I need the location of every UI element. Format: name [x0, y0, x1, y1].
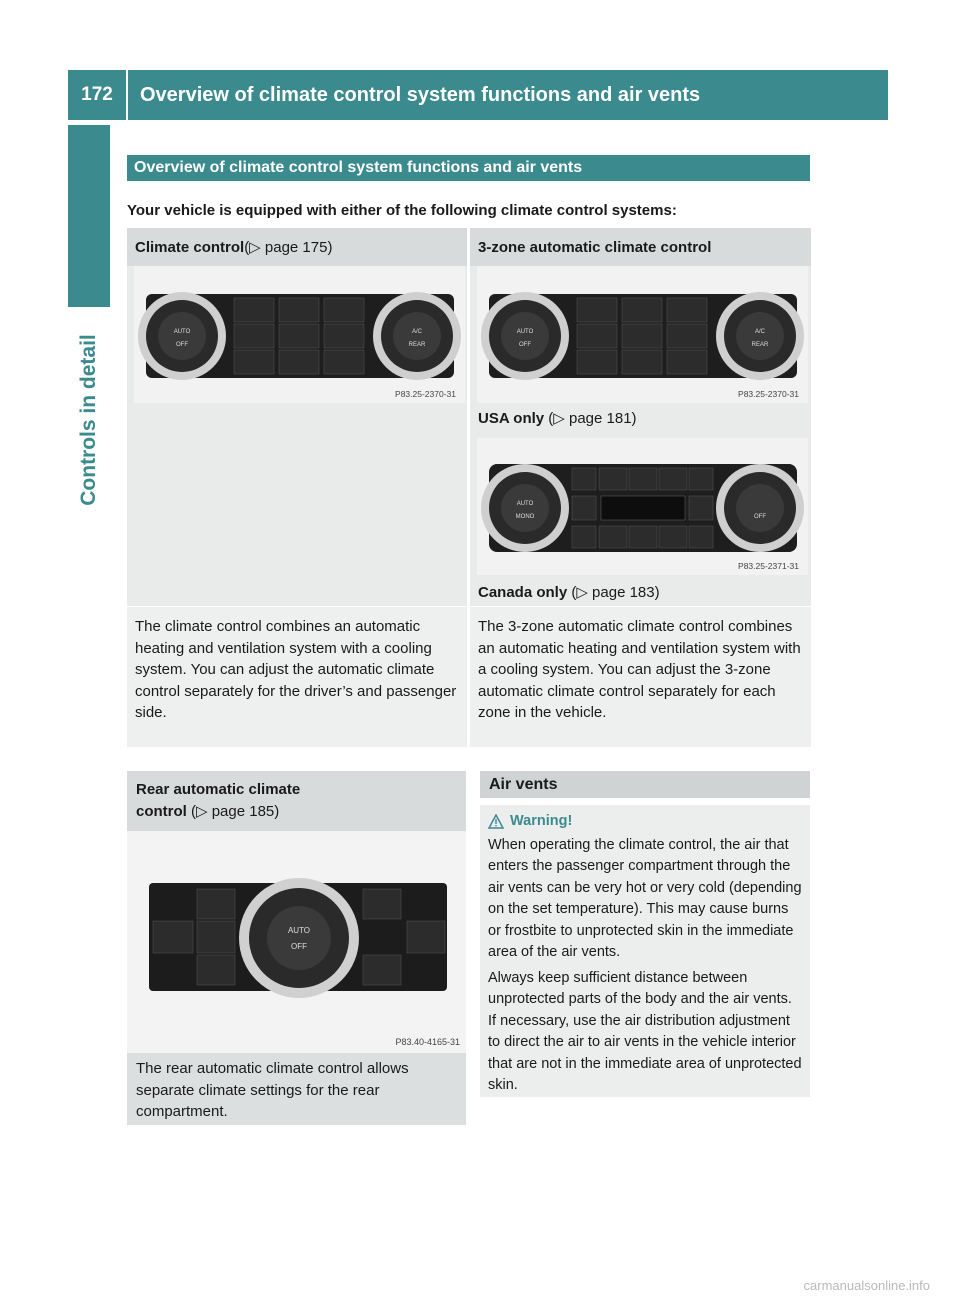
- rear-page-link[interactable]: (▷ page 185): [186, 803, 280, 820]
- svg-text:OFF: OFF: [291, 942, 307, 951]
- col1-page-link[interactable]: (▷ page 175): [244, 239, 333, 256]
- svg-text:P83.40-4165-31: P83.40-4165-31: [395, 1037, 460, 1047]
- warning-heading: Warning!: [488, 811, 802, 833]
- svg-text:MONO: MONO: [516, 514, 535, 520]
- col1-description: The climate control combines an automati…: [127, 607, 467, 747]
- footer-watermark: carmanualsonline.info: [803, 1278, 930, 1293]
- warning-paragraph-1: When operating the climate control, the …: [488, 836, 802, 961]
- three-zone-image: AUTO OFF A/C REAR P83.25-2370-31: [477, 266, 808, 403]
- section-title: Overview of climate control system funct…: [127, 155, 810, 181]
- rear-heading: Rear automatic climate control (▷ page 1…: [127, 771, 466, 831]
- svg-text:A/C: A/C: [412, 329, 423, 335]
- svg-text:P83.25-2371-31: P83.25-2371-31: [738, 561, 799, 571]
- three-zone-panel-illustration: AUTO OFF A/C REAR P83.25-2370-31: [481, 292, 804, 399]
- canada-caption: Canada only (▷ page 183): [478, 584, 660, 601]
- climate-panel-illustration: AUTO OFF A/C REAR P83.25-2370-31: [138, 292, 461, 399]
- intro-text: Your vehicle is equipped with either of …: [127, 202, 677, 219]
- col1-body: AUTO OFF A/C REAR P83.25-2370-31: [127, 266, 467, 606]
- svg-text:AUTO: AUTO: [288, 926, 310, 935]
- rear-description: The rear automatic climate control allow…: [127, 1053, 466, 1125]
- rear-panel-illustration: AUTO OFF P83.40-4165-31: [149, 878, 460, 1047]
- col2-heading: 3-zone automatic climate control: [470, 228, 811, 266]
- page-number: 172: [68, 70, 126, 120]
- svg-text:REAR: REAR: [752, 342, 769, 348]
- canada-page-link[interactable]: (▷ page 183): [567, 584, 660, 601]
- svg-text:A/C: A/C: [755, 329, 766, 335]
- col2-body: AUTO OFF A/C REAR P83.25-2370-31 USA onl…: [470, 266, 811, 606]
- usa-caption: USA only (▷ page 181): [478, 410, 637, 427]
- svg-text:AUTO: AUTO: [517, 501, 534, 507]
- sidebar-label: Controls in detail: [77, 334, 100, 506]
- col2-description: The 3-zone automatic climate control com…: [470, 607, 811, 747]
- usa-panel-illustration: AUTO MONO OFF P83.25-2371-31: [481, 464, 804, 571]
- warning-paragraph-2: Always keep sufficient distance between …: [488, 969, 802, 1094]
- svg-text:P83.25-2370-31: P83.25-2370-31: [395, 389, 456, 399]
- usa-panel-image: AUTO MONO OFF P83.25-2371-31: [477, 438, 808, 575]
- svg-text:AUTO: AUTO: [174, 329, 191, 335]
- rear-panel-image: AUTO OFF P83.40-4165-31: [127, 831, 466, 1053]
- svg-text:OFF: OFF: [754, 514, 766, 520]
- warning-triangle-icon: [488, 814, 504, 829]
- warning-box: Warning! When operating the climate cont…: [480, 805, 810, 1097]
- usa-page-link[interactable]: (▷ page 181): [544, 410, 637, 427]
- sidebar-tab: [68, 125, 110, 307]
- svg-text:OFF: OFF: [176, 342, 188, 348]
- col1-heading: Climate control (▷ page 175): [127, 228, 467, 266]
- page-header-title: Overview of climate control system funct…: [128, 70, 888, 120]
- svg-text:REAR: REAR: [409, 342, 426, 348]
- svg-text:P83.25-2370-31: P83.25-2370-31: [738, 389, 799, 399]
- svg-text:OFF: OFF: [519, 342, 531, 348]
- svg-text:AUTO: AUTO: [517, 329, 534, 335]
- air-vents-title: Air vents: [480, 771, 810, 798]
- climate-control-image: AUTO OFF A/C REAR P83.25-2370-31: [134, 266, 465, 403]
